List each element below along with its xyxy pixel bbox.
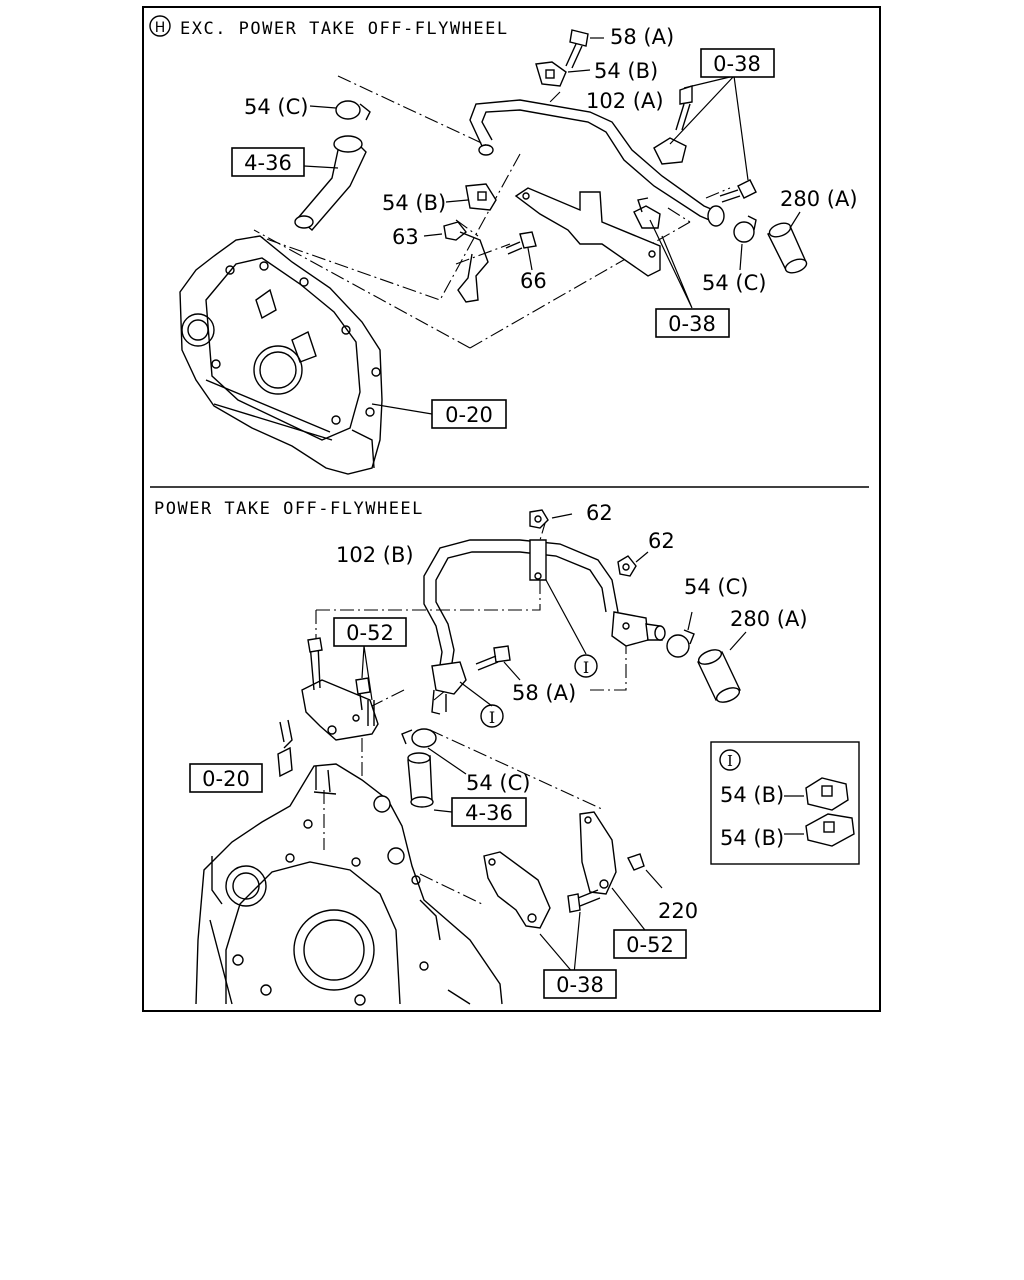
callout-220-bottom: 220: [658, 899, 698, 923]
tube-102b: [423, 539, 666, 715]
hose-4-36-top: [294, 135, 367, 231]
flywheel-housing-bottom: [195, 763, 503, 1006]
bracket-0-38-top: [653, 75, 757, 203]
section-title-pto: POWER TAKE OFF-FLYWHEEL: [154, 499, 424, 519]
bolt-66-top: [505, 231, 537, 271]
ref-box-0-38-top-b: [655, 308, 730, 338]
ref-box-4-36-bottom: [451, 797, 527, 827]
callout-66-top: 66: [520, 269, 547, 293]
diagram-frame: [142, 6, 881, 1012]
hose-clamp-54c-top-1: [309, 100, 371, 121]
detail-marker-circle: [719, 749, 741, 771]
nut-62-1: [529, 509, 573, 529]
callout-54b-top-2: 54 (B): [382, 191, 446, 215]
bracket-63-top: [423, 221, 489, 303]
callout-102b-bottom: 102 (B): [336, 543, 414, 567]
callout-54c-bottom-2: 54 (C): [466, 771, 530, 795]
callout-62-bottom-1: 62: [586, 501, 613, 525]
ref-0-20-bottom: 0-20: [202, 767, 250, 791]
callout-62-bottom-2: 62: [648, 529, 675, 553]
ref-box-0-38-bottom: [543, 969, 617, 999]
detail-callout-54b-2: 54 (B): [720, 826, 784, 850]
callout-54c-top-1: 54 (C): [244, 95, 308, 119]
marker-i-2: I: [489, 708, 495, 727]
callout-280a-bottom: 280 (A): [730, 607, 808, 631]
ref-box-4-36-top: [231, 147, 305, 177]
callout-280a-top: 280 (A): [780, 187, 858, 211]
clip-54b-top-2: [445, 183, 497, 211]
sleeve-280a-bottom: [697, 631, 747, 703]
sleeve-280a-top: [767, 211, 808, 274]
marker-i-circle-2: [480, 704, 504, 728]
ref-4-36-top: 4-36: [244, 151, 292, 175]
section-exc-pto: H EXC. POWER TAKE OFF-FLYWHEEL: [149, 15, 858, 475]
section-pto: POWER TAKE OFF-FLYWHEEL: [154, 499, 860, 1006]
ref-box-0-38-top-a: [700, 48, 775, 78]
bracket-0-52-bottom-left: [277, 637, 379, 778]
ref-0-52-bottom-a: 0-52: [346, 621, 394, 645]
detail-clip-54b-2: [805, 813, 855, 847]
ref-4-36-bottom: 4-36: [465, 801, 513, 825]
callout-58a-top: 58 (A): [610, 25, 674, 49]
callout-102a-top: 102 (A): [586, 89, 664, 113]
detail-marker-i: I: [727, 752, 733, 770]
ref-0-38-bottom: 0-38: [556, 973, 604, 997]
callout-63-top: 63: [392, 225, 419, 249]
callout-54b-top-1: 54 (B): [594, 59, 658, 83]
section-marker-h: H: [155, 20, 166, 36]
marker-i-circle-1: [574, 654, 598, 678]
ref-0-38-top-a: 0-38: [713, 52, 761, 76]
section-marker-circle: [149, 15, 171, 37]
clip-54b-top-1: [535, 61, 591, 87]
ref-0-52-bottom-b: 0-52: [626, 933, 674, 957]
support-bracket-top: [514, 187, 661, 277]
callout-54c-top-2: 54 (C): [702, 271, 766, 295]
nut-62-2: [617, 551, 649, 577]
hose-clamp-54c-bottom-1: [666, 611, 695, 658]
ref-box-0-20-top: [431, 399, 507, 429]
hose-4-36-bottom: [407, 752, 453, 813]
detail-callout-54b-1: 54 (B): [720, 783, 784, 807]
ref-box-0-52-bottom-b: [613, 929, 687, 959]
hose-clamp-54c-bottom-2: [401, 728, 467, 775]
detail-box-i: [710, 741, 860, 865]
hose-clamp-54c-top-2: [733, 215, 757, 271]
bolt-58a-bottom: [475, 645, 521, 681]
bolt-58a-top: [565, 29, 604, 69]
ref-0-20-top: 0-20: [445, 403, 493, 427]
callout-58a-bottom: 58 (A): [512, 681, 576, 705]
bracket-0-38-bottom: [483, 811, 663, 975]
ref-box-0-52-bottom-a: [333, 617, 407, 647]
ref-box-0-20-bottom: [189, 763, 263, 793]
detail-clip-54b-1: [805, 777, 849, 811]
ref-0-38-top-b: 0-38: [668, 312, 716, 336]
callout-54c-bottom-1: 54 (C): [684, 575, 748, 599]
flywheel-housing-top: [179, 235, 383, 475]
section-title-exc-pto: EXC. POWER TAKE OFF-FLYWHEEL: [180, 19, 509, 39]
marker-i-1: I: [583, 658, 589, 677]
tube-102a: [469, 99, 725, 227]
